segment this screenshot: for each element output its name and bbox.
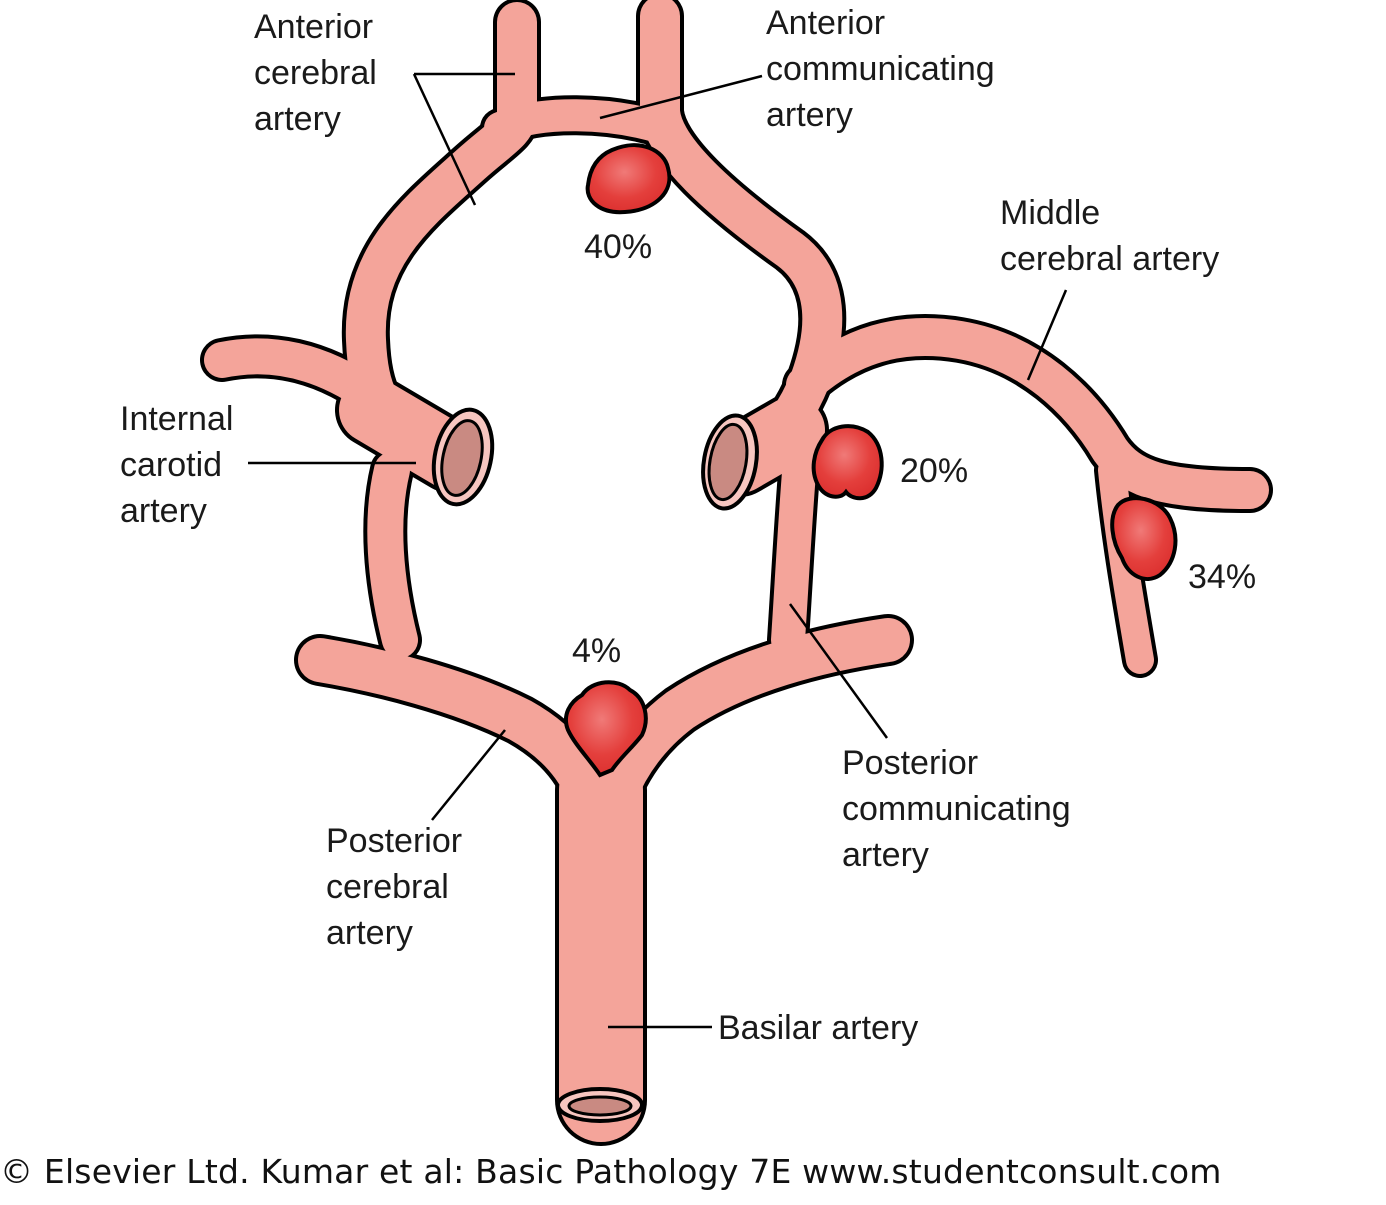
label-line: cerebral xyxy=(326,868,449,906)
label-line: Posterior xyxy=(842,744,979,782)
label-line: cerebral xyxy=(254,54,377,92)
middle-cerebral-artery xyxy=(786,318,1269,509)
label-line: artery xyxy=(842,836,929,874)
label-posterior-cerebral-artery: Posterior cerebral artery xyxy=(326,818,462,956)
aneurysm-basilar-tip xyxy=(563,680,648,778)
aneurysm-carotid-pcom xyxy=(811,424,884,501)
label-line: carotid xyxy=(120,446,223,484)
label-line: communicating xyxy=(842,790,1071,828)
leader-lines xyxy=(248,72,1068,1029)
label-posterior-communicating-artery: Posterior communicating artery xyxy=(842,740,1071,878)
anterior-communicating-artery xyxy=(484,99,678,144)
right-carotid-cut-end xyxy=(701,413,759,511)
percent-middle-cerebral: 34% xyxy=(1188,558,1257,596)
left-carotid-cut-end xyxy=(431,407,495,507)
label-line: Anterior xyxy=(766,4,886,42)
label-line: artery xyxy=(326,914,413,952)
label-line: artery xyxy=(254,100,341,138)
copyright-credit: © Elsevier Ltd. Kumar et al: Basic Patho… xyxy=(0,1152,1222,1191)
percent-anterior-communicating: 40% xyxy=(584,228,653,266)
label-line: Middle xyxy=(1000,194,1101,232)
label-line: communicating xyxy=(766,50,995,88)
label-internal-carotid-artery: Internal carotid artery xyxy=(120,396,233,534)
label-line: artery xyxy=(120,492,207,530)
label-anterior-cerebral-artery: Anterior cerebral artery xyxy=(254,4,377,142)
label-line: Basilar artery xyxy=(718,1009,919,1047)
label-line: Posterior xyxy=(326,822,463,860)
label-line: Internal xyxy=(120,400,234,438)
aneurysm-middle-cerebral xyxy=(1110,496,1178,581)
label-line: cerebral artery xyxy=(1000,240,1220,278)
label-middle-cerebral-artery: Middle cerebral artery xyxy=(1000,190,1219,282)
posterior-communicating-right-artery xyxy=(771,443,817,657)
label-basilar-artery: Basilar artery xyxy=(718,1005,918,1051)
basilar-cut-end xyxy=(556,1087,644,1123)
label-line: artery xyxy=(766,96,853,134)
label-line: Anterior xyxy=(254,8,374,46)
aneurysm-anterior-communicating xyxy=(585,143,672,215)
percent-basilar-tip: 4% xyxy=(572,632,622,670)
percent-carotid-pcom: 20% xyxy=(900,452,969,490)
label-anterior-communicating-artery: Anterior communicating artery xyxy=(766,0,995,138)
posterior-communicating-left-artery xyxy=(367,452,418,658)
